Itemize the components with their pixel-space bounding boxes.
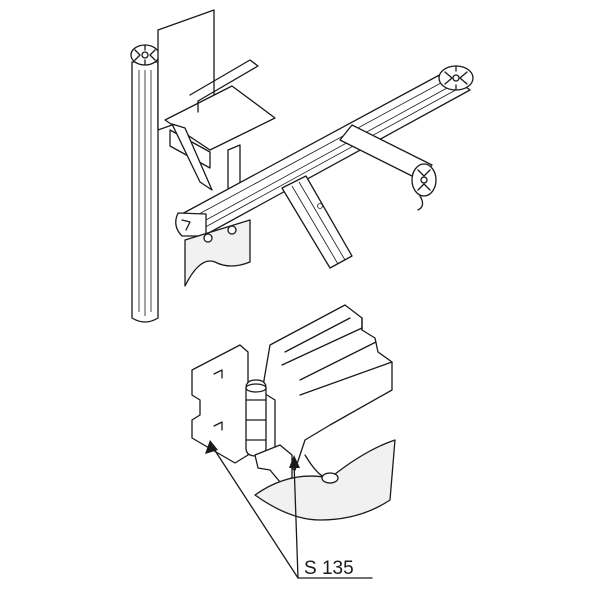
callout-leader [205, 440, 373, 579]
cross-profile [339, 124, 437, 211]
upper-frame-assembly [130, 9, 474, 323]
left-profile-block [191, 344, 249, 464]
support-bracket [164, 59, 276, 211]
vertical-profile [130, 44, 160, 323]
part-label: S 135 [304, 558, 354, 579]
diagonal-leg-profile [281, 175, 353, 269]
hanging-panel [184, 219, 251, 287]
horizontal-profile [175, 65, 474, 237]
hinge-pin [245, 379, 267, 457]
hinge-detail [191, 304, 396, 521]
